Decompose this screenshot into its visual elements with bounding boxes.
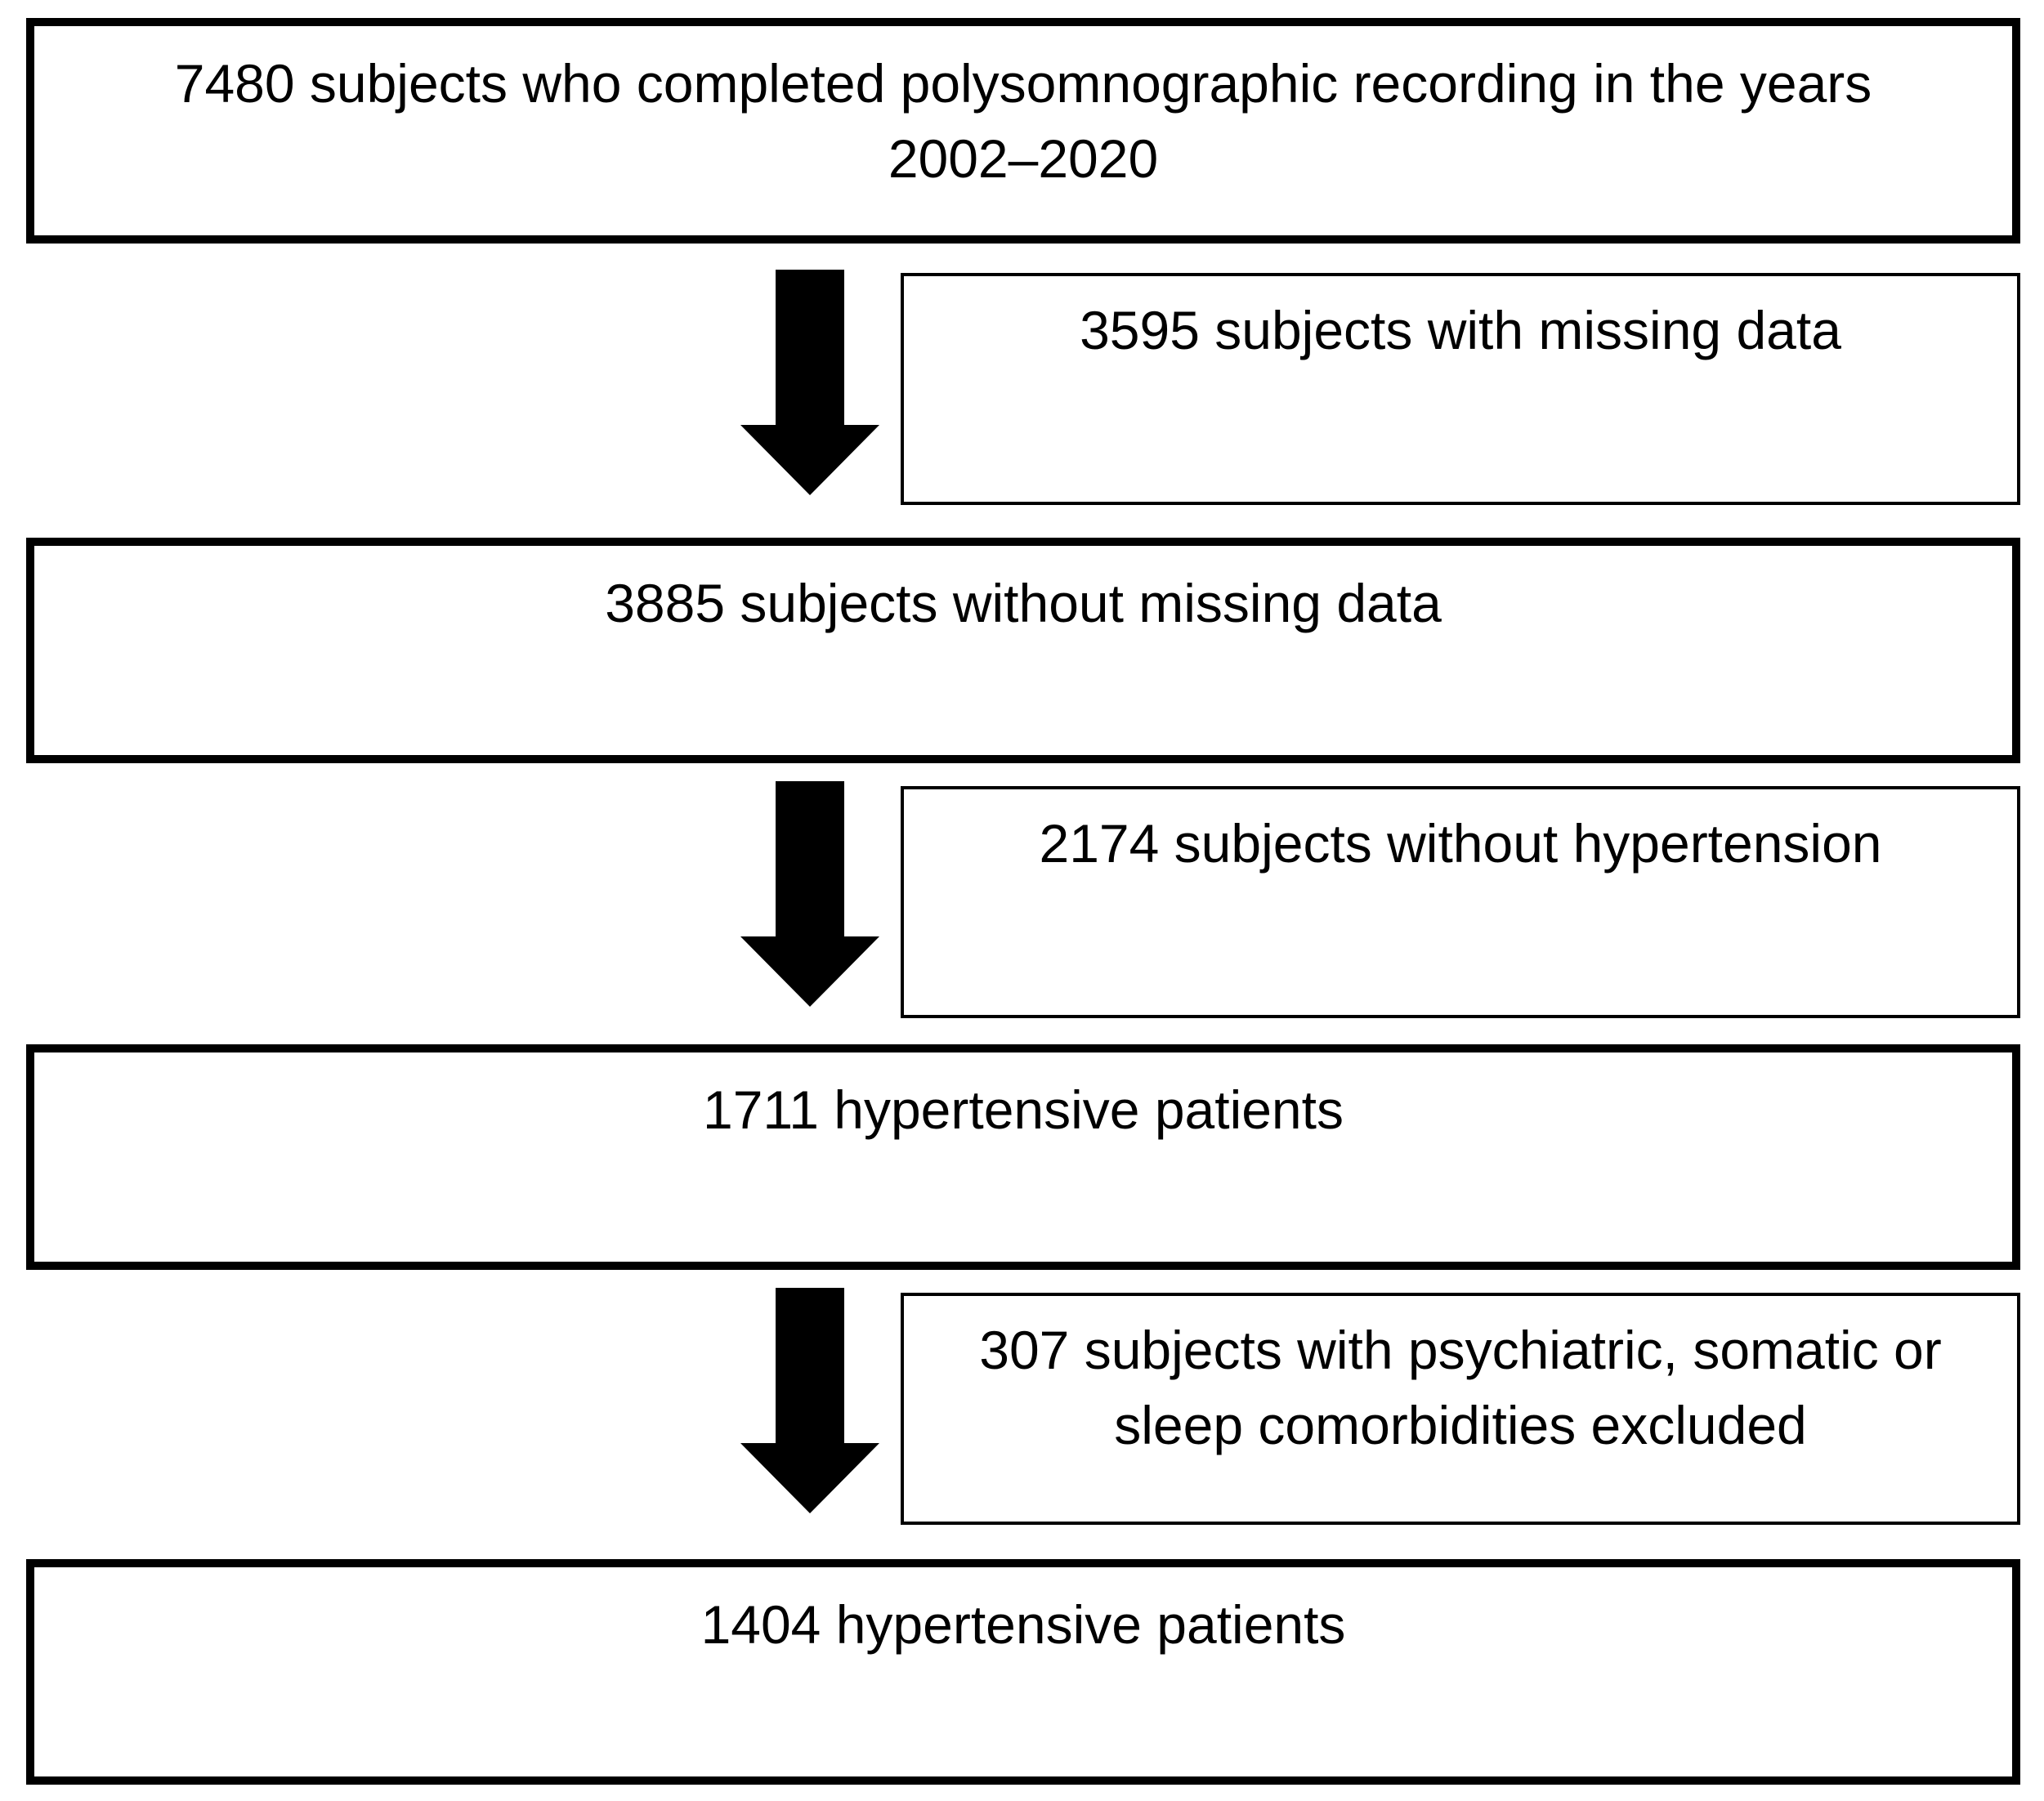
exclusion-box-comorbidities: 307 subjects with psychiatric, somatic o… xyxy=(901,1293,2020,1525)
step-box-hypertensive-patients: 1711 hypertensive patients xyxy=(26,1044,2020,1270)
step-text-line: 2002–2020 xyxy=(888,128,1159,189)
step-text-line: 7480 subjects who completed polysomnogra… xyxy=(174,53,1872,114)
exclusion-text-line: 3595 subjects with missing data xyxy=(1080,300,1841,360)
exclusion-box-no-hypertension: 2174 subjects without hypertension xyxy=(901,786,2020,1018)
step-text-line: 1711 hypertensive patients xyxy=(703,1079,1344,1140)
step-box-complete-data: 3885 subjects without missing data xyxy=(26,538,2020,763)
step-box-final-cohort: 1404 hypertensive patients xyxy=(26,1559,2020,1785)
exclusion-text-line: 2174 subjects without hypertension xyxy=(1039,813,1882,874)
step-text-line: 3885 subjects without missing data xyxy=(605,573,1442,633)
step-box-recorded-subjects: 7480 subjects who completed polysomnogra… xyxy=(26,18,2020,244)
arrow-down-icon xyxy=(740,270,879,495)
arrow-down-icon xyxy=(740,1288,879,1513)
exclusion-text-line: sleep comorbidities excluded xyxy=(1114,1395,1807,1455)
arrow-down-icon xyxy=(740,781,879,1007)
step-text-line: 1404 hypertensive patients xyxy=(700,1594,1346,1655)
exclusion-text-line: 307 subjects with psychiatric, somatic o… xyxy=(979,1320,1942,1380)
exclusion-box-missing-data: 3595 subjects with missing data xyxy=(901,273,2020,505)
